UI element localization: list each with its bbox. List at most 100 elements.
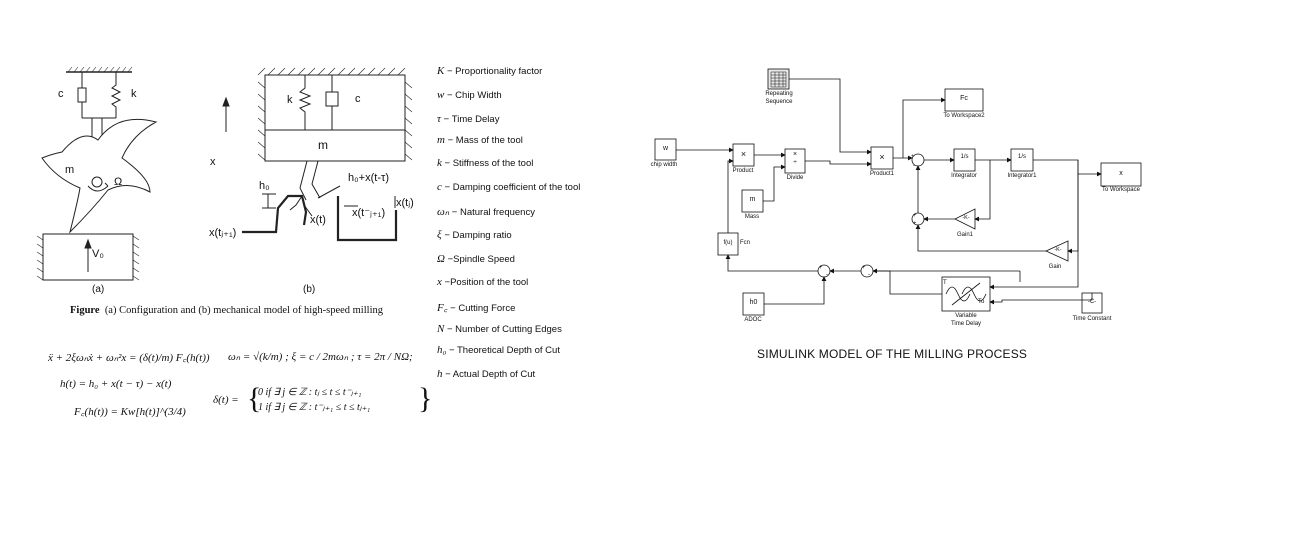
wire-integrator1-x <box>1033 159 1102 177</box>
wire-x-vtd <box>989 174 1079 290</box>
fig-a-m-label: m <box>65 164 75 176</box>
mass-text: m <box>749 196 756 203</box>
block-repeating-sequence[interactable] <box>767 68 790 90</box>
fig-a-v0-label: V₀ <box>92 248 104 260</box>
svg-text:+: + <box>913 213 917 219</box>
fig-b-h0x-label: h₀+x(t-τ) <box>348 172 389 184</box>
svg-text:-: - <box>868 272 870 278</box>
vtd-port-to: To <box>978 299 985 305</box>
wire-x-gain <box>1067 160 1079 254</box>
svg-text:+: + <box>862 265 866 271</box>
svg-text:+: + <box>819 265 823 271</box>
wire-sum-fcn <box>725 254 818 272</box>
top-wall-hatch <box>67 66 133 73</box>
wire-mass-divide <box>763 164 786 202</box>
divide-label: Divide <box>786 175 804 181</box>
fig-b-x-label: x <box>210 156 216 168</box>
legend-item-w: w − Chip Width <box>437 89 502 101</box>
product1-text: × <box>879 152 885 162</box>
legend-item-k-prop: K − Proportionality factor <box>437 65 543 77</box>
cutter-star <box>41 118 158 234</box>
brace-left: { <box>247 382 262 415</box>
integrator-text: 1/s <box>960 154 969 160</box>
equation-depth: h(t) = h₀ + x(t − τ) − x(t) <box>60 378 172 390</box>
gain-text: -K- <box>1054 247 1062 253</box>
spring-b <box>298 75 312 130</box>
fc-label: To Workspace2 <box>943 113 985 119</box>
frame-hatch-sides <box>257 81 413 161</box>
figure-caption-text: (a) Configuration and (b) mechanical mod… <box>104 305 383 316</box>
equation-params: ωₙ = √(k/m) ; ξ = c / 2mωₙ ; τ = 2π / NΩ… <box>228 351 413 363</box>
w-text: w <box>662 145 669 152</box>
product-text: × <box>740 149 747 159</box>
fig-b-xtj1-right-label: x(t⁻ⱼ₊₁) <box>352 207 386 219</box>
frame-hatch-top <box>257 67 406 76</box>
simulink-title: SIMULINK MODEL OF THE MILLING PROCESS <box>757 347 1028 361</box>
vtd-label1: Variable <box>955 313 977 319</box>
wire-repseq-product1 <box>789 78 872 155</box>
svg-text:+: + <box>911 154 915 160</box>
legend-item-x: x −Position of the tool <box>437 276 529 288</box>
wire-divide-product1 <box>805 160 872 167</box>
fcn-label: Fcn <box>739 240 750 246</box>
divide-text: × ÷ <box>792 151 798 166</box>
repseq-label1: Repeating <box>765 91 793 97</box>
legend-item-tau: τ − Time Delay <box>437 113 500 125</box>
h0-label: ADOC <box>744 317 762 323</box>
block-chip-width[interactable] <box>654 138 677 161</box>
equation-motion: ẍ + 2ξωₙẋ + ωₙ²x = (δ(t)/m) F꜀(h(t)) <box>48 352 210 364</box>
gain-label: Gain <box>1048 264 1062 270</box>
fig-a <box>36 66 158 281</box>
integrator1-text: 1/s <box>1017 154 1026 160</box>
fig-a-c-label: c <box>58 88 64 100</box>
wire-vtd-sum <box>872 268 942 295</box>
equation-delta-row1: 0 if ∃ j ∈ ℤ : tⱼ ≤ t ≤ t⁻ⱼ₊₁ <box>258 387 362 398</box>
wire-velocity-gain1 <box>974 160 991 222</box>
wire-adoc-sum <box>764 276 827 305</box>
time-constant-label: Time Constant <box>1072 316 1112 322</box>
repseq-label2: Sequence <box>765 99 793 105</box>
wire-product1-fc <box>902 97 946 158</box>
fig-a-k-label: k <box>131 88 137 100</box>
product1-label: Product1 <box>869 171 894 177</box>
figure-caption-bold: Figure <box>70 305 100 316</box>
legend-item-xi: ξ − Damping ratio <box>437 229 512 241</box>
brace-right: } <box>418 382 433 415</box>
fig-b-xtj1-label: x(tⱼ₊₁) <box>209 227 237 239</box>
fig-b-c-label: c <box>355 93 361 105</box>
wire-timeconst-vtd <box>989 293 1093 305</box>
vtd-label2: Time Delay <box>950 321 982 327</box>
fig-b-h0-label: h₀ <box>259 180 270 192</box>
fig-b <box>222 67 413 242</box>
svg-text:-: - <box>913 163 915 169</box>
svg-text:+: + <box>913 221 917 227</box>
fig-b-xtj-label: x(tⱼ) <box>396 197 414 209</box>
legend-item-wn: ωₙ − Natural frequency <box>437 206 535 218</box>
gain1-label: Gain1 <box>956 232 973 238</box>
spring-a <box>110 72 122 118</box>
wire-fcn-product <box>727 158 734 233</box>
figure-caption: Figure (a) Configuration and (b) mechani… <box>70 305 383 316</box>
legend-item-h: h − Actual Depth of Cut <box>437 368 536 380</box>
fc-text: Fc <box>960 95 968 102</box>
integrator1-label: Integrator1 <box>1007 173 1037 179</box>
legend-item-fc: F꜀ − Cutting Force <box>437 302 516 314</box>
x-text: x <box>1119 170 1123 177</box>
vtd-port-t: T <box>943 280 947 286</box>
equation-force: F꜀(h(t)) = Kw[h(t)]^(3/4) <box>74 406 186 418</box>
legend-item-k: k − Stiffness of the tool <box>437 157 534 169</box>
block-integrator[interactable] <box>953 148 976 172</box>
fig-b-k-label: k <box>287 94 293 106</box>
fcn-text: f(u) <box>723 240 733 246</box>
legend-item-c: c − Damping coefficient of the tool <box>437 181 581 193</box>
fig-b-m-label: m <box>318 138 328 152</box>
fig-a-caption: (a) <box>92 284 105 295</box>
wire-gain-sum2 <box>915 224 1046 252</box>
h0-text: h0 <box>749 299 758 306</box>
x-label: To Workspace <box>1102 187 1140 193</box>
block-integrator1[interactable] <box>1010 148 1034 172</box>
legend-item-omega: Ω −Spindle Speed <box>437 253 515 265</box>
gain1-text: -K- <box>962 215 970 221</box>
